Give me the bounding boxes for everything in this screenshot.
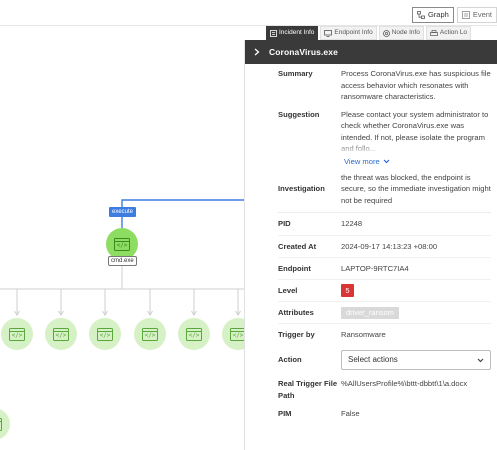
trigger-value: Ransomware	[341, 329, 386, 339]
pid-value: 12248	[341, 219, 363, 229]
child-process-node[interactable]	[45, 318, 77, 350]
action-select-placeholder: Select actions	[348, 355, 398, 365]
graph-icon	[417, 11, 425, 19]
top-toolbar: Graph Event	[0, 0, 497, 26]
attribute-tag: driver_ransom	[341, 306, 399, 319]
process-icon	[230, 327, 244, 341]
process-icon	[9, 327, 25, 341]
process-icon	[97, 327, 113, 341]
level-label: Level	[278, 285, 298, 295]
incident-icon	[270, 29, 277, 37]
node-icon	[382, 29, 390, 37]
attributes-label: Attributes	[278, 307, 314, 317]
created-at-label: Created At	[278, 241, 317, 251]
chevron-down-icon	[477, 358, 484, 362]
tab-action-log[interactable]: Action Lo	[425, 26, 472, 40]
trigger-file-path-row: Real Trigger File Path %AllUsersProfile%…	[278, 378, 491, 401]
investigation-value: the threat was blocked, the endpoint is …	[341, 172, 491, 205]
graph-edges	[0, 199, 244, 316]
tab-label: Action Lo	[439, 29, 468, 36]
divider	[278, 212, 491, 213]
chevron-right-icon	[254, 48, 260, 56]
trigger-label: Trigger by	[278, 329, 315, 339]
panel-title: CoronaVirus.exe	[269, 47, 338, 57]
panel-tabs: Incident Info Endpoint Info Node Info Ac…	[266, 26, 497, 40]
tab-incident-info[interactable]: Incident Info	[266, 26, 319, 40]
suggestion-row: Suggestion Please contact your system ad…	[278, 109, 491, 167]
process-icon	[114, 237, 130, 251]
tab-label: Endpoint Info	[334, 29, 373, 36]
process-icon	[142, 327, 158, 341]
printer-icon	[430, 29, 438, 36]
tab-label: Incident Info	[279, 29, 315, 36]
investigation-row: Investigation the threat was blocked, th…	[278, 172, 491, 207]
summary-label: Summary	[278, 69, 313, 78]
endpoint-row: Endpoint LAPTOP-9RTC7IA4	[278, 257, 491, 279]
action-select[interactable]: Select actions	[341, 350, 491, 370]
child-process-node[interactable]	[178, 318, 210, 350]
child-process-node[interactable]	[1, 318, 33, 350]
investigation-label: Investigation	[278, 184, 325, 193]
created-at-row: Created At 2024-09-17 14:13:23 +08:00	[278, 235, 491, 257]
chevron-down-icon	[383, 159, 390, 163]
action-label: Action	[278, 355, 302, 365]
pid-label: PID	[278, 219, 291, 229]
incident-details-panel: CoronaVirus.exe Summary Process CoronaVi…	[244, 40, 497, 450]
pid-row: PID 12248	[278, 213, 491, 235]
child-process-node[interactable]	[222, 318, 244, 350]
summary-value: Process CoronaVirus.exe has suspicious f…	[341, 69, 491, 101]
endpoint-value[interactable]: LAPTOP-9RTC7IA4	[341, 263, 409, 273]
trigger-file-path-value: %AllUsersProfile%\bttt-dbbtt\1\a.docx	[341, 379, 468, 388]
cmd-process-node[interactable]	[106, 228, 138, 260]
child-process-node[interactable]	[0, 408, 10, 440]
level-badge: 5	[341, 284, 354, 297]
pim-value: False	[341, 409, 360, 419]
event-list-icon	[461, 11, 470, 19]
event-view-button[interactable]: Event	[456, 7, 497, 23]
event-view-label: Event	[472, 10, 492, 19]
child-process-node[interactable]	[134, 318, 166, 350]
trigger-row: Trigger by Ransomware	[278, 323, 491, 345]
tab-label: Node Info	[391, 29, 420, 36]
action-row: Action Select actions	[278, 345, 491, 375]
graph-view-label: Graph	[427, 10, 449, 19]
suggestion-value: Please contact your system administrator…	[341, 109, 489, 154]
tab-endpoint-info[interactable]: Endpoint Info	[320, 26, 377, 40]
tab-node-info[interactable]: Node Info	[378, 26, 424, 40]
process-icon	[0, 417, 2, 431]
summary-row: Summary Process CoronaVirus.exe has susp…	[278, 68, 491, 103]
pim-row: PIM False	[278, 403, 491, 425]
monitor-icon	[324, 29, 333, 37]
graph-view-button[interactable]: Graph	[411, 7, 454, 23]
view-more-label: View more	[344, 156, 380, 166]
level-row: Level 5	[278, 279, 491, 301]
execute-edge-tag[interactable]: execute	[109, 207, 137, 217]
suggestion-text-wrap: Please contact your system administrator…	[341, 109, 491, 155]
endpoint-label: Endpoint	[278, 263, 311, 273]
view-toggle: Graph Event	[411, 7, 497, 23]
suggestion-block: Please contact your system administrator…	[341, 109, 491, 167]
created-at-value: 2024-09-17 14:13:23 +08:00	[341, 241, 438, 251]
collapse-panel-button[interactable]	[245, 40, 269, 64]
trigger-file-path-label: Real Trigger File Path	[278, 379, 338, 400]
pim-label: PIM	[278, 409, 292, 419]
child-process-node[interactable]	[89, 318, 121, 350]
process-icon	[186, 327, 202, 341]
attributes-row: Attributes driver_ransom	[278, 301, 491, 323]
view-more-link[interactable]: View more	[341, 156, 491, 167]
cmd-node-label: cmd.exe	[108, 256, 137, 266]
detail-rows: Summary Process CoronaVirus.exe has susp…	[245, 68, 497, 425]
suggestion-label: Suggestion	[278, 109, 320, 119]
panel-header: CoronaVirus.exe	[245, 40, 497, 64]
graph-canvas[interactable]: execute cmd.exe	[0, 27, 244, 450]
process-icon	[53, 327, 69, 341]
